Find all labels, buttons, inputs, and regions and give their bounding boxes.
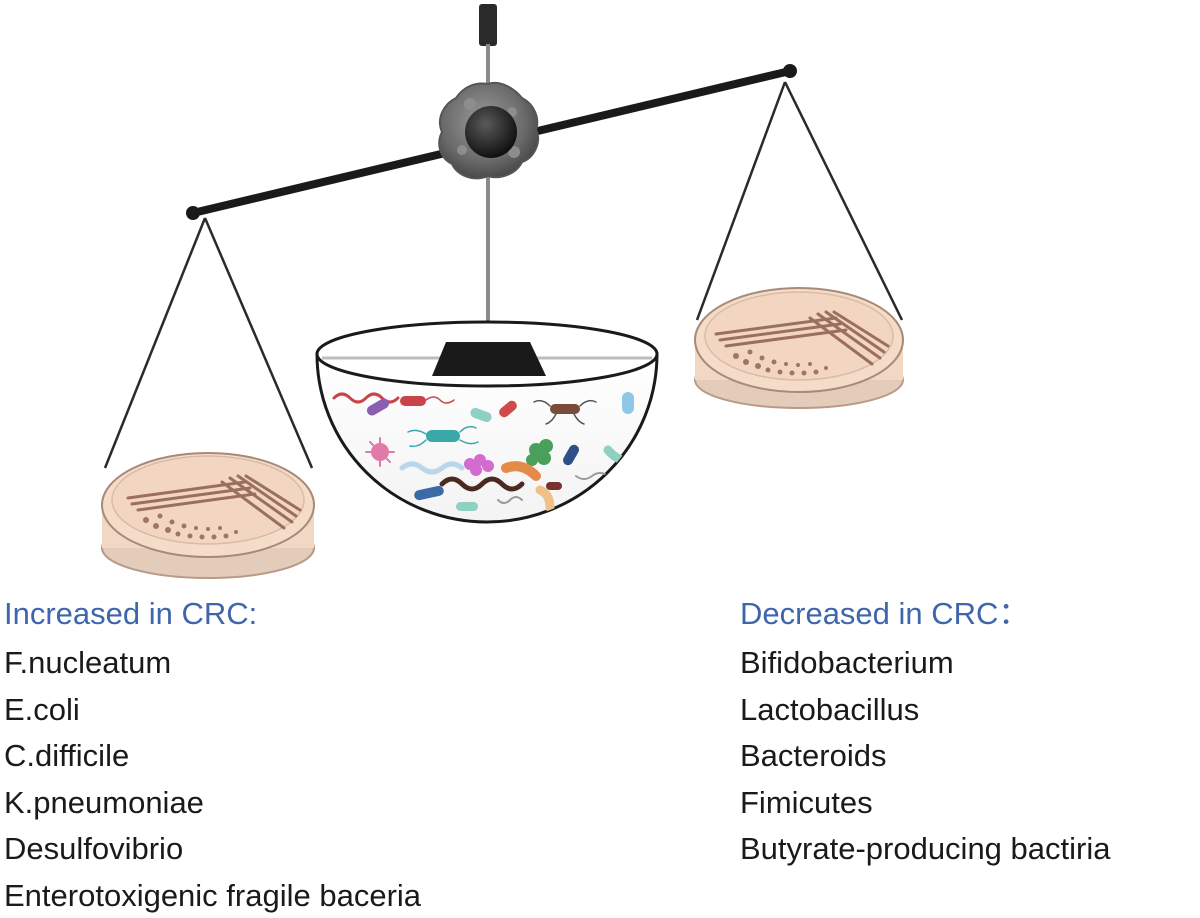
balance-scale-illustration [101, 4, 904, 579]
list-item: Enterotoxigenic fragile baceria [4, 877, 422, 913]
list-item: K.pneumoniae [4, 784, 204, 820]
increased-in-crc-column: Increased in CRC: F.nucleatum E.coli C.d… [4, 592, 564, 918]
list-item: E.coli [4, 691, 80, 727]
left-petri-dish-icon [101, 452, 315, 579]
list-item: Butyrate-producing bactiria [740, 831, 1111, 866]
list-item: Bifidobacterium [740, 645, 954, 680]
increased-heading: Increased in CRC: [4, 596, 258, 631]
list-item: F.nucleatum [4, 645, 172, 680]
tumor-cell-icon [438, 82, 540, 180]
list-item: Bacteroids [740, 738, 887, 773]
decreased-heading: Decreased in CRC： [740, 596, 1030, 631]
right-petri-dish-icon [694, 287, 904, 409]
decreased-list: Bifidobacterium Lactobacillus Bacteroids… [740, 640, 1198, 873]
list-item: Desulfovibrio [4, 831, 184, 866]
list-item: Fimicutes [740, 784, 873, 820]
microbiome-bowl-icon [315, 320, 659, 524]
right-pan-strings [695, 81, 904, 321]
increased-list: F.nucleatum E.coli C.difficile K.pneumon… [4, 640, 564, 918]
left-pan-strings [103, 217, 314, 469]
decreased-in-crc-column: Decreased in CRC： Bifidobacterium Lactob… [740, 592, 1198, 873]
list-item: C.difficile [4, 738, 130, 773]
list-item: Lactobacillus [740, 691, 920, 727]
